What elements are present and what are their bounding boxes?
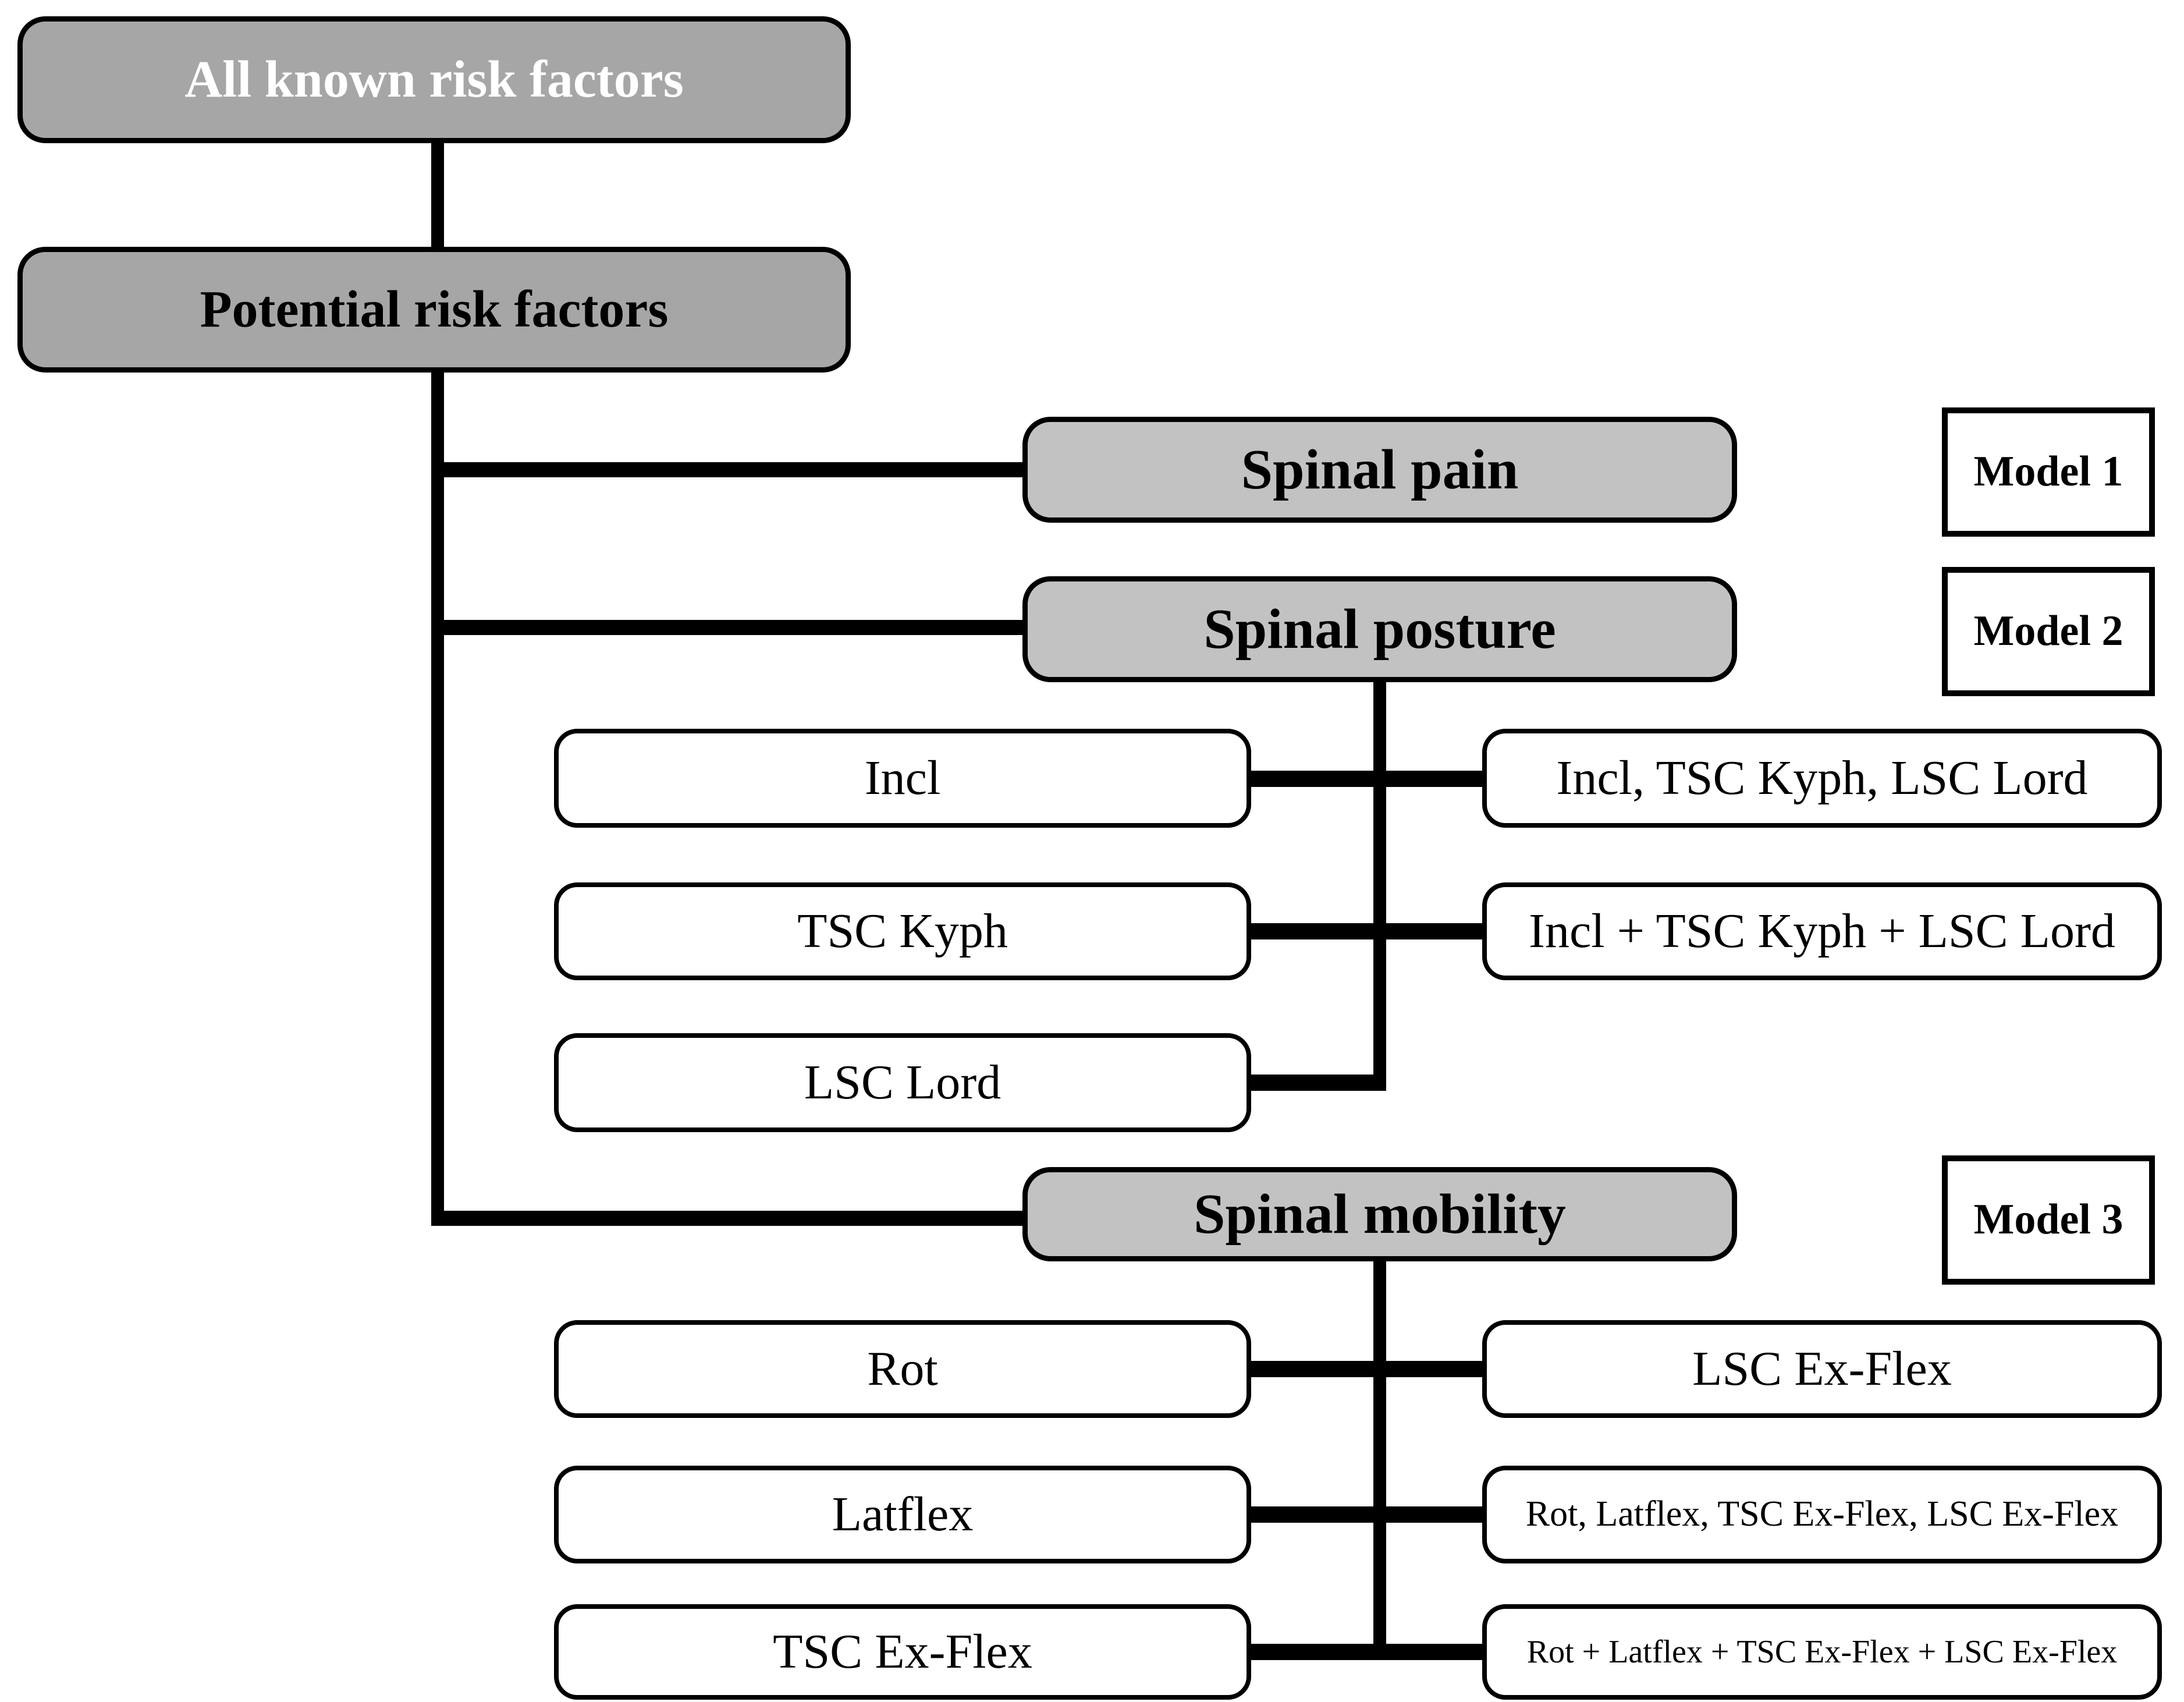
- connector-posture-subtrunk: [1373, 680, 1386, 1091]
- node-lsc-exflex: LSC Ex-Flex: [1482, 1320, 2162, 1418]
- connector-rot-row: [1251, 1361, 1482, 1377]
- node-posture-variable-sum: Incl + TSC Kyph + LSC Lord: [1482, 882, 2162, 980]
- connector-latflex-row: [1251, 1506, 1482, 1523]
- connector-allknown-to-potential: [431, 140, 444, 250]
- connector-tsckyph-row: [1251, 923, 1482, 939]
- connector-incl-row: [1251, 771, 1482, 787]
- connector-branch-spinal-posture: [438, 620, 1025, 635]
- node-incl: Incl: [554, 729, 1251, 828]
- node-rot: Rot: [554, 1320, 1251, 1418]
- connector-branch-spinal-mobility: [438, 1211, 1025, 1226]
- node-lsc-lord: LSC Lord: [554, 1033, 1251, 1132]
- node-mobility-variable-sum: Rot + Latflex + TSC Ex-Flex + LSC Ex-Fle…: [1482, 1604, 2162, 1700]
- node-posture-variable-set: Incl, TSC Kyph, LSC Lord: [1482, 729, 2162, 828]
- node-latflex: Latflex: [554, 1466, 1251, 1563]
- connector-mobility-subtrunk: [1373, 1257, 1386, 1660]
- node-all-known-risk-factors: All known risk factors: [17, 16, 851, 143]
- node-tsc-exflex: TSC Ex-Flex: [554, 1604, 1251, 1700]
- node-spinal-posture: Spinal posture: [1022, 576, 1737, 682]
- node-tsc-kyph: TSC Kyph: [554, 882, 1251, 980]
- connector-tscexflex-row: [1251, 1644, 1482, 1660]
- connector-lsclord-row: [1251, 1075, 1386, 1091]
- node-spinal-pain: Spinal pain: [1022, 417, 1737, 523]
- node-spinal-mobility: Spinal mobility: [1022, 1167, 1737, 1261]
- label-model-1: Model 1: [1942, 407, 2155, 537]
- node-mobility-variable-set: Rot, Latflex, TSC Ex-Flex, LSC Ex-Flex: [1482, 1466, 2162, 1563]
- label-model-2: Model 2: [1942, 567, 2155, 696]
- node-potential-risk-factors: Potential risk factors: [17, 247, 851, 373]
- label-model-3: Model 3: [1942, 1155, 2155, 1285]
- connector-main-trunk: [431, 367, 444, 1226]
- connector-branch-spinal-pain: [438, 462, 1025, 477]
